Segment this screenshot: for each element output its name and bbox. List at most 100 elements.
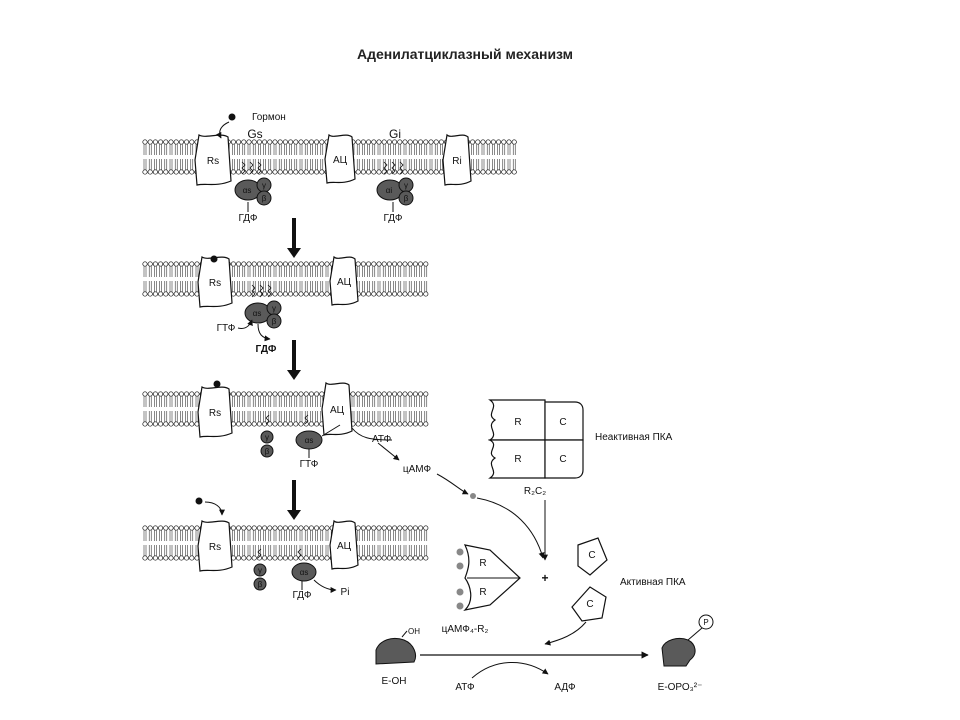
anchor-bg-3: [265, 414, 270, 425]
e-oh-label: Е-ОН: [382, 676, 407, 687]
stage-arrow-1-head: [287, 248, 301, 258]
r-label-4: R: [479, 587, 486, 598]
atp-adp-curve: [471, 662, 549, 679]
anchor-as-4: [297, 548, 302, 559]
pi-arrow: [313, 579, 337, 593]
pi-label: Pi: [341, 587, 350, 598]
c-label-4: C: [586, 599, 593, 610]
oh-label: ОН: [408, 627, 420, 636]
r-label-2: R: [514, 454, 521, 465]
g-protein-gs-1-beta-label: β: [262, 194, 267, 203]
gtp-label-1: ГТФ: [217, 323, 236, 334]
bound-camp-3: [456, 588, 464, 596]
gdp-label-4: ГДФ: [293, 590, 312, 601]
hormone-dot-3: [213, 380, 221, 388]
receptor-rs-2: Rs: [197, 255, 233, 308]
atp-curve: [351, 427, 393, 441]
receptor-rs-3-label: Rs: [209, 408, 221, 419]
receptor-rs-1-label: Rs: [207, 156, 219, 167]
camp-arrow-2: [436, 473, 469, 495]
r-label-3: R: [479, 558, 486, 569]
pka-to-reaction-arrow: [544, 621, 587, 646]
camp-label-1: цАМФ: [403, 464, 432, 475]
c-subunit-free-2: [571, 586, 607, 622]
alpha-s-label-3: αs: [305, 436, 314, 445]
gdp-label-3: ГДФ: [256, 344, 277, 355]
g-protein-gs-1: αs γβ: [234, 161, 272, 206]
bound-camp-1: [456, 548, 464, 556]
beta-subunit-3: [260, 444, 274, 458]
receptor-ri-1-label: Ri: [452, 156, 461, 167]
adenylate-cyclase-2-label: АЦ: [337, 277, 352, 288]
alpha-s-subunit-4: [291, 562, 317, 582]
phosphate-circle: [698, 614, 714, 630]
g-protein-gi-1-alpha-label: αi: [386, 186, 393, 195]
receptor-rs-4: Rs: [197, 519, 233, 572]
adenylate-cyclase-1-label: АЦ: [333, 155, 348, 166]
c-label-2: C: [559, 454, 566, 465]
plus-sign: +: [541, 571, 548, 585]
g-protein-gi-1-gamma-label: γ: [404, 181, 408, 190]
bound-camp-4: [456, 602, 464, 610]
camp-molecule: [470, 493, 476, 499]
c-subunit-free-1: [577, 537, 608, 576]
c-subunit-top: [544, 401, 584, 441]
hormone-dot-2: [210, 255, 218, 263]
receptor-ri-1: Ri: [442, 133, 472, 186]
c-label-1: C: [559, 417, 566, 428]
page-title: Аденилатциклазный механизм: [356, 46, 574, 62]
beta-subunit-4: [253, 577, 267, 591]
camp-to-plus-arrow: [476, 497, 545, 559]
gamma-label-3: γ: [265, 433, 269, 442]
r2c2-label: R₂C₂: [524, 486, 546, 497]
anchor-as-3: [304, 414, 309, 425]
gamma-label-4: γ: [258, 566, 262, 575]
r-label-1: R: [514, 417, 521, 428]
adenylate-cyclase-3-label: АЦ: [330, 405, 345, 416]
phosphate-bond: [687, 627, 703, 641]
g-protein-gs-2-beta-label: β: [272, 317, 277, 326]
membranes: [142, 139, 517, 561]
beta-label-3: β: [265, 447, 270, 456]
hormone-dot-4: [195, 497, 203, 505]
adenylate-cyclase-4-label: АЦ: [337, 541, 352, 552]
alpha-s-label-4: αs: [300, 568, 309, 577]
c-label-3: C: [588, 550, 595, 561]
adp-label: АДФ: [554, 682, 576, 693]
stage-arrow-2-head: [287, 370, 301, 380]
g-protein-gi-1: αi γβ: [376, 161, 414, 206]
phosphate-label: P: [703, 618, 708, 627]
membrane-stage-4: [142, 525, 429, 561]
gtp-arrow: [237, 319, 253, 329]
c-subunit-bottom: [544, 439, 584, 479]
gdp-out-arrow: [257, 323, 271, 342]
hormone-label: Гормон: [252, 112, 286, 123]
camp-arrow-1: [377, 442, 400, 461]
atp-label-2: АТФ: [455, 682, 475, 693]
g-protein-gs-2-alpha-label: αs: [253, 309, 262, 318]
anchor-bg-4: [257, 548, 262, 559]
r-subunit-bottom: [487, 439, 546, 479]
gs-label: Gs: [247, 127, 262, 141]
e-opo3-label: Е-ОРО₃²⁻: [658, 682, 703, 693]
alpha-to-ac-link: [321, 424, 341, 437]
hormone-arrow: [215, 121, 230, 139]
g-protein-gs-1-gamma-label: γ: [262, 181, 266, 190]
adenylate-cyclase-3: АЦ: [321, 381, 353, 436]
g-protein-gi-1-beta-label: β: [404, 194, 409, 203]
gtp-label-3: ГТФ: [300, 459, 319, 470]
hormone-dot-1: [228, 113, 236, 121]
enzyme-e-oh: [375, 637, 417, 665]
oh-bond: [401, 630, 408, 638]
gdp-label-1: ГДФ: [239, 213, 258, 224]
enzyme-e-opo3: [661, 637, 696, 667]
g-protein-gs-1-alpha-label: αs: [243, 186, 252, 195]
bound-camp-2: [456, 562, 464, 570]
receptor-rs-1: Rs: [194, 134, 232, 186]
gdp-label-2: ГДФ: [384, 213, 403, 224]
active-pka-label: Активная ПКА: [620, 577, 686, 588]
membrane-stage-3: [142, 391, 429, 427]
adenylate-cyclase-2: АЦ: [329, 255, 359, 306]
